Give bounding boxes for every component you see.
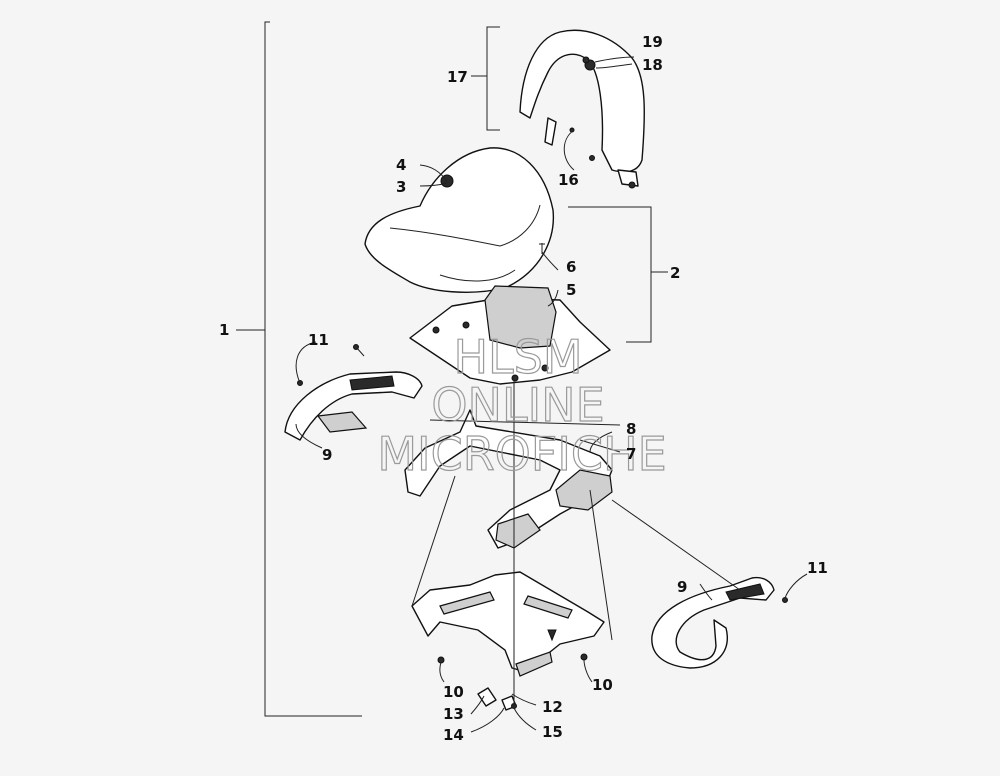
- leader-lines: [295, 56, 808, 733]
- callout-9-right: 9: [677, 578, 687, 596]
- watermark-line-2: ONLINE: [431, 378, 604, 432]
- left-grab-handle: [284, 371, 423, 441]
- callout-14: 14: [443, 726, 464, 744]
- right-grab-handle: [651, 576, 788, 669]
- callout-6: 6: [566, 258, 576, 276]
- bracket-1: [236, 21, 362, 717]
- bracket-17: [471, 26, 500, 131]
- callout-1: 1: [219, 321, 229, 339]
- callout-7: 7: [626, 445, 636, 463]
- callout-19: 19: [642, 33, 663, 51]
- callout-5: 5: [566, 281, 576, 299]
- callout-11-right: 11: [807, 559, 828, 577]
- callout-8: 8: [626, 420, 636, 438]
- callout-15: 15: [542, 723, 563, 741]
- callout-16: 16: [558, 171, 579, 189]
- callout-12: 12: [542, 698, 563, 716]
- watermark: HLSM ONLINE MICROFICHE: [377, 329, 668, 481]
- backrest: [519, 29, 645, 189]
- rear-rack: [404, 409, 613, 549]
- callout-11-left: 11: [308, 331, 329, 349]
- small-hardware: [477, 687, 517, 711]
- callout-17: 17: [447, 68, 468, 86]
- seat-base: [409, 285, 611, 385]
- callout-labels: 1 2 3 4 5 6 7 8 9 9 10 10 11 11 12 13 14…: [219, 33, 828, 744]
- watermark-line-1: HLSM: [453, 330, 582, 384]
- callout-10-left: 10: [443, 683, 464, 701]
- callout-18: 18: [642, 56, 663, 74]
- bracket-2: [568, 206, 668, 343]
- callout-9-left: 9: [322, 446, 332, 464]
- callout-13: 13: [443, 705, 464, 723]
- callout-2: 2: [670, 264, 680, 282]
- callout-4: 4: [396, 156, 406, 174]
- callout-10-right: 10: [592, 676, 613, 694]
- callout-3: 3: [396, 178, 406, 196]
- watermark-line-3: MICROFICHE: [377, 427, 666, 481]
- seat: [364, 147, 555, 293]
- mount-brackets: [411, 571, 605, 677]
